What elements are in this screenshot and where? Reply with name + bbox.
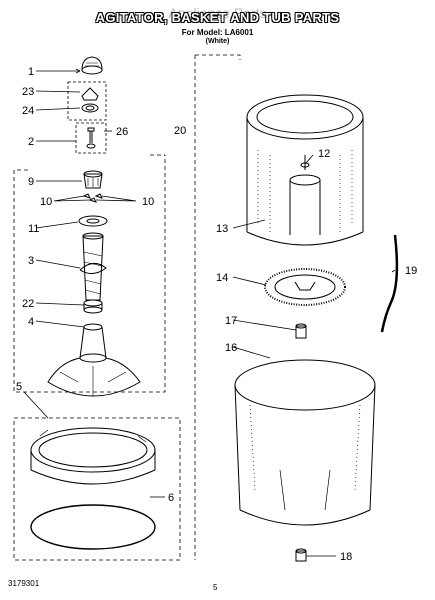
page-number: 5 xyxy=(213,583,218,592)
part-hose xyxy=(380,234,399,333)
leader-lines xyxy=(23,68,396,557)
callout-9: 9 xyxy=(28,176,34,188)
callout-17: 17 xyxy=(225,315,237,327)
callout-26: 26 xyxy=(116,126,128,138)
callout-4: 4 xyxy=(28,316,34,328)
callout-14: 14 xyxy=(216,272,228,284)
model-variant: (White) xyxy=(205,38,230,45)
callout-22: 22 xyxy=(22,298,34,310)
part-tub xyxy=(234,359,376,526)
part-tub-ring xyxy=(30,427,156,550)
callout-13: 13 xyxy=(216,223,228,235)
callout-2: 2 xyxy=(28,136,34,148)
callout-12: 12 xyxy=(318,148,330,160)
part-bolt xyxy=(75,122,107,154)
callout-18: 18 xyxy=(340,551,352,563)
callout-24: 24 xyxy=(22,105,34,117)
callout-16: 16 xyxy=(225,342,237,354)
callout-1: 1 xyxy=(28,66,34,78)
part-agitator-base xyxy=(47,323,141,397)
part-nut xyxy=(295,323,307,339)
part-basket-bolt xyxy=(300,155,310,170)
part-cap xyxy=(81,56,103,75)
callout-19: 19 xyxy=(405,265,417,277)
callout-10-left: 10 xyxy=(40,196,52,208)
part-ring xyxy=(78,215,108,227)
model-line: For Model: LA6001 xyxy=(181,28,254,37)
part-agitator-top xyxy=(83,170,103,189)
part-gear-ring xyxy=(264,268,346,306)
page-title: AGITATOR, BASKET AND TUB PARTS xyxy=(95,10,340,25)
part-drain-nut xyxy=(295,548,307,562)
part-cap-insert xyxy=(67,81,107,121)
part-dogs xyxy=(82,193,103,203)
callout-3: 3 xyxy=(28,255,34,267)
callout-11: 11 xyxy=(28,223,39,235)
part-clutch xyxy=(83,299,103,314)
bracket-lines xyxy=(13,54,241,561)
callout-6: 6 xyxy=(168,492,174,504)
doc-number: 3179301 xyxy=(8,579,40,588)
callout-10-right: 10 xyxy=(142,196,154,208)
callout-20: 20 xyxy=(174,125,186,137)
callout-5: 5 xyxy=(16,381,22,393)
part-basket xyxy=(246,94,364,246)
callout-23: 23 xyxy=(22,86,34,98)
part-auger xyxy=(79,232,107,301)
